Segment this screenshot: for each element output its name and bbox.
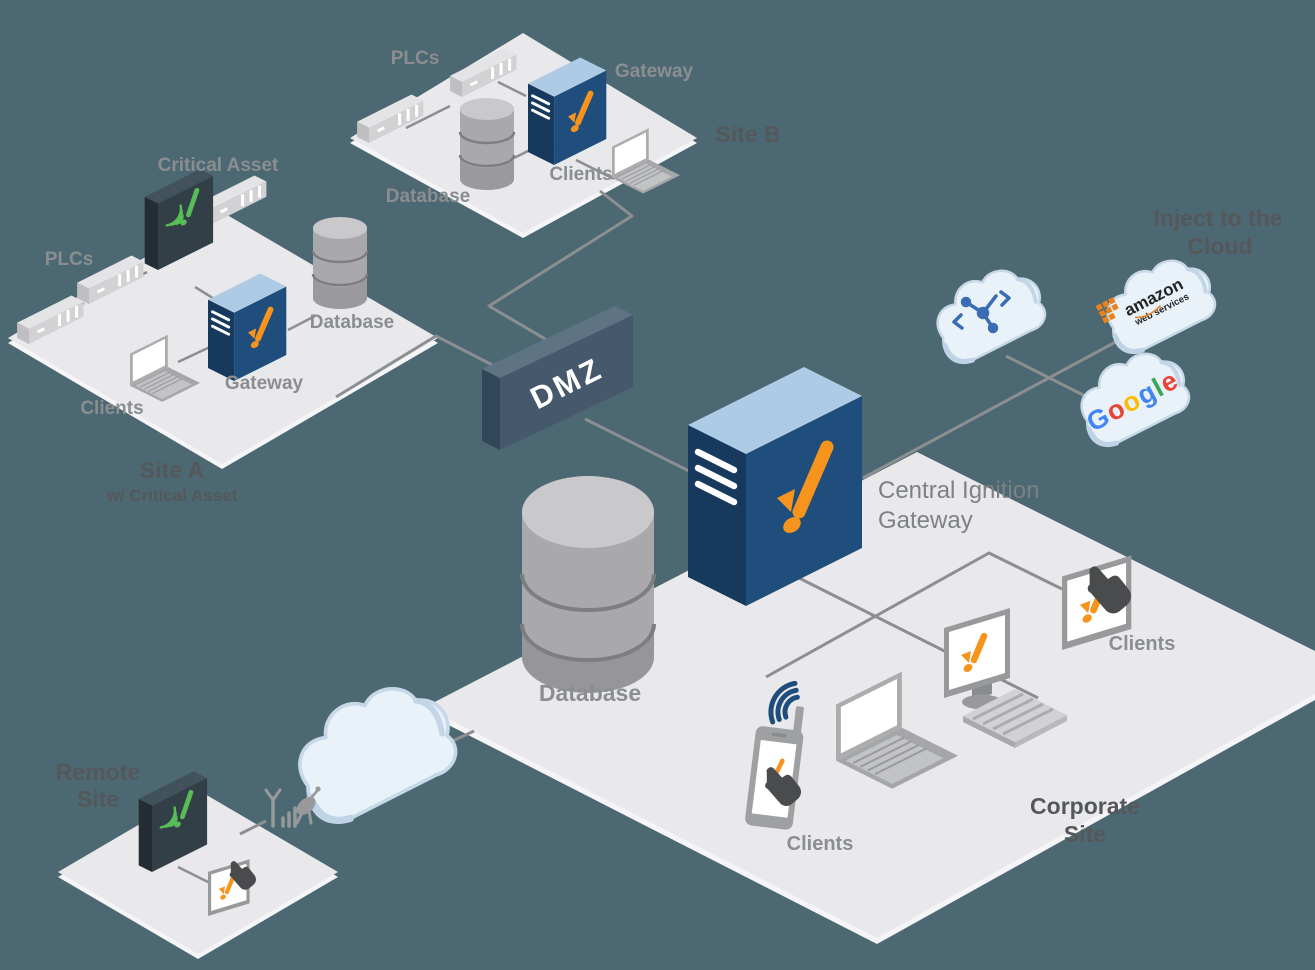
remote-group: Remote Site xyxy=(56,678,465,916)
central-gateway-label-line2: Gateway xyxy=(878,507,973,534)
siteb-gateway-clients-link xyxy=(575,158,615,181)
corporate-title-line2: Site xyxy=(1064,821,1106,847)
gateway-aws-link xyxy=(862,329,1137,480)
aws-cubes-icon xyxy=(1095,297,1119,324)
corporate-group: Clients Clients Corporate Site xyxy=(745,556,1176,855)
siteb-title: Site B xyxy=(715,121,780,147)
mobile-touchscreen-link xyxy=(765,551,1063,679)
site-b-platform xyxy=(350,33,697,238)
aws-smile-arrow xyxy=(1135,304,1162,319)
central-database-label: Database xyxy=(539,680,641,706)
google-cloud: Google xyxy=(1073,346,1195,449)
dmz-gateway-link xyxy=(584,417,690,473)
sitea-critical-asset-label: Critical Asset xyxy=(158,155,279,176)
siteb-plc-link xyxy=(405,104,451,130)
central-gateway-label-line1: Central Ignition xyxy=(878,477,1039,504)
sitea-database-label: Database xyxy=(310,312,395,333)
remote-title-line2: Site xyxy=(77,786,119,812)
radio-antenna-icon xyxy=(264,788,297,828)
central-database-cylinder xyxy=(520,474,656,695)
sitea-database-cylinder xyxy=(311,215,369,311)
sitea-gateway-db-link xyxy=(287,314,316,332)
dmz-side-face xyxy=(482,369,500,450)
mobile-client xyxy=(745,680,804,830)
sitea-title: Site A xyxy=(140,457,204,483)
mqtt-google-link xyxy=(1005,354,1090,400)
site-b-group: PLCs Gateway Database Clients Site B xyxy=(355,47,781,207)
wifi-icon xyxy=(768,680,803,725)
corporate-clients-desktop-label: Clients xyxy=(1109,633,1176,655)
sitea-dmz-link xyxy=(335,334,505,399)
siteb-dmz-link xyxy=(487,189,634,345)
siteb-plcs-label: PLCs xyxy=(391,48,440,69)
keyboard xyxy=(963,689,1067,748)
sitea-clients-label: Clients xyxy=(80,398,143,419)
siteb-clients-label: Clients xyxy=(549,164,612,185)
remote-title-line1: Remote xyxy=(56,759,140,785)
siteb-gateway-label: Gateway xyxy=(615,61,694,82)
siteb-plc-gateway-link xyxy=(497,80,527,98)
central-gateway-group: Central Ignition Gateway xyxy=(688,367,1039,606)
sitea-subtitle: w/ Critical Asset xyxy=(106,486,238,505)
inject-cloud-title-line1: Inject to the xyxy=(1153,205,1282,231)
sitea-plcs-label: PLCs xyxy=(45,249,94,270)
dmz-sign: DMZ xyxy=(482,306,633,450)
satellite-dish-icon xyxy=(295,786,321,825)
dmz-front-face xyxy=(500,315,633,450)
inject-cloud-title-line2: Cloud xyxy=(1187,233,1252,259)
remote-antenna-link xyxy=(239,819,267,836)
cloud-group: amazon web services Google Inject to the… xyxy=(929,205,1283,449)
iot-network-icon xyxy=(952,290,1011,334)
siteb-database-label: Database xyxy=(386,186,471,207)
mqtt-cloud xyxy=(929,263,1051,366)
sitea-gateway-label: Gateway xyxy=(225,373,304,394)
dmz-top-face xyxy=(482,306,633,378)
central-database: Database xyxy=(520,474,656,706)
corporate-clients-mobile-label: Clients xyxy=(787,833,854,855)
desktop-client xyxy=(944,608,1067,748)
corporate-title-line1: Corporate xyxy=(1030,793,1140,819)
site-a-group: Critical Asset PLCs Database Gateway Cli… xyxy=(15,155,395,505)
sitea-clients-gateway-link xyxy=(177,345,211,364)
aws-cloud: amazon web services xyxy=(1095,253,1222,356)
siteb-database-cylinder xyxy=(458,96,516,192)
